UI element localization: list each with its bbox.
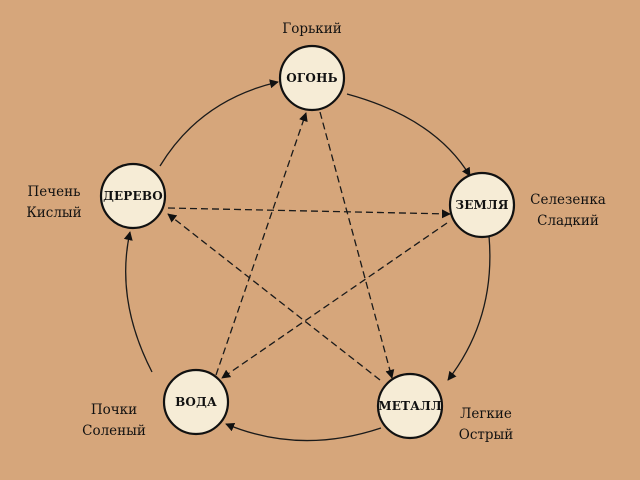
- controlling-cycle: [167, 111, 451, 381]
- note-water: Почки Соленый: [82, 402, 146, 439]
- note-wood: Печень Кислый: [26, 184, 81, 221]
- note-earth: Селезенка Сладкий: [530, 192, 606, 229]
- node-metal: МЕТАЛЛ: [376, 372, 444, 440]
- note-earth-organ: Селезенка: [530, 192, 606, 208]
- star-metal-to-wood: [167, 213, 381, 381]
- note-metal-taste: Острый: [459, 427, 513, 443]
- star-earth-to-water: [221, 222, 448, 379]
- star-water-to-fire: [215, 112, 308, 376]
- node-earth-label: ЗЕМЛЯ: [455, 198, 508, 212]
- arc-fire-to-earth: [346, 93, 471, 177]
- node-water-label: ВОДА: [175, 395, 217, 409]
- note-earth-taste: Сладкий: [537, 213, 599, 229]
- node-fire-label: ОГОНЬ: [286, 71, 337, 85]
- node-fire-circle: [278, 44, 346, 112]
- node-metal-circle: [376, 372, 444, 440]
- node-fire: ОГОНЬ: [278, 44, 346, 112]
- star-wood-to-earth: [167, 207, 451, 219]
- star-fire-to-metal: [319, 111, 395, 379]
- note-water-taste: Соленый: [82, 423, 146, 439]
- node-earth-circle: [448, 171, 516, 239]
- node-water-circle: [162, 368, 230, 436]
- note-fire: Горький: [282, 21, 342, 37]
- node-earth: ЗЕМЛЯ: [448, 171, 516, 239]
- node-water: ВОДА: [162, 368, 230, 436]
- generating-cycle: [123, 79, 491, 442]
- arc-metal-to-water: [225, 422, 382, 442]
- arc-water-to-wood: [123, 231, 153, 373]
- arc-earth-to-metal: [447, 235, 491, 381]
- node-wood-label: ДЕРЕВО: [103, 189, 163, 203]
- note-water-organ: Почки: [91, 402, 137, 418]
- node-wood: ДЕРЕВО: [99, 162, 167, 230]
- note-metal: Легкие Острый: [459, 406, 513, 443]
- note-wood-organ: Печень: [27, 184, 80, 200]
- note-fire-taste: Горький: [282, 21, 342, 37]
- arc-wood-to-fire: [159, 79, 279, 167]
- node-metal-label: МЕТАЛЛ: [378, 399, 442, 413]
- note-metal-organ: Легкие: [460, 406, 512, 422]
- note-wood-taste: Кислый: [26, 205, 81, 221]
- node-wood-circle: [99, 162, 167, 230]
